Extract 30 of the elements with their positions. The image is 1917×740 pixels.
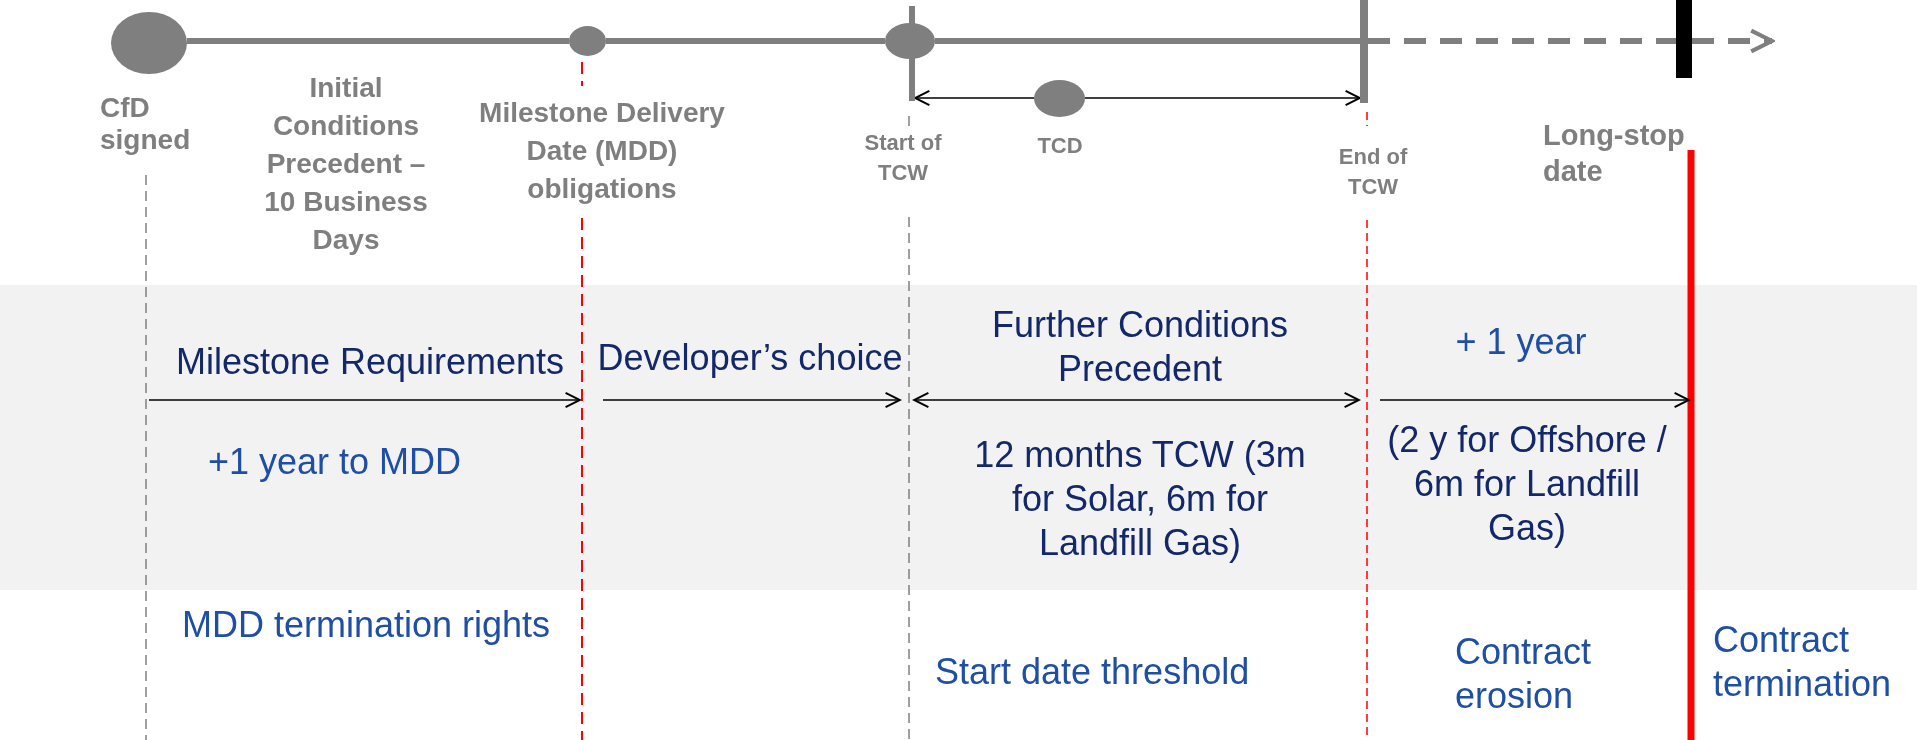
timeline-dot [1034, 80, 1085, 117]
annotation-text: +1 year to MDD [208, 440, 463, 484]
annotation-text: 12 months TCW (3m for Solar, 6m for Landfill Gas) [973, 433, 1307, 565]
timeline-segment [1692, 28, 1775, 54]
timeline-segment [935, 38, 1360, 44]
milestone-label: CfD signed [100, 92, 192, 156]
milestone-label: End of TCW [1337, 143, 1409, 201]
timeline-segment [187, 38, 569, 44]
annotation-text: (2 y for Offshore / 6m for Landfill Gas) [1386, 418, 1668, 550]
annotation-text: Further Conditions Precedent [990, 303, 1290, 391]
annotation-text: MDD termination rights [182, 603, 552, 647]
annotation-text: Contract erosion [1455, 630, 1593, 718]
annotation-text: Developer’s choice [596, 336, 904, 380]
milestone-label: Long-stop date [1543, 118, 1686, 189]
span-arrow [1084, 89, 1361, 107]
span-arrow [914, 89, 1035, 107]
milestone-label: TCD [1036, 132, 1084, 160]
annotation-text: Milestone Requirements [174, 340, 566, 384]
annotation-text: Start date threshold [935, 650, 1251, 694]
annotation-text: Contract termination [1713, 618, 1893, 706]
timeline-dot [569, 26, 606, 56]
milestone-label: Milestone Delivery Date (MDD) obligations [478, 96, 726, 206]
annotation-text: + 1 year [1454, 320, 1588, 364]
milestone-label: Start of TCW [863, 129, 943, 187]
tick-mark [1676, 0, 1692, 78]
phase-label: Initial Conditions Precedent – 10 Business Days [263, 71, 429, 257]
timeline-segment [1368, 38, 1676, 44]
tick-mark [1360, 0, 1368, 103]
tick-mark [909, 6, 915, 101]
timeline-segment [606, 38, 885, 44]
